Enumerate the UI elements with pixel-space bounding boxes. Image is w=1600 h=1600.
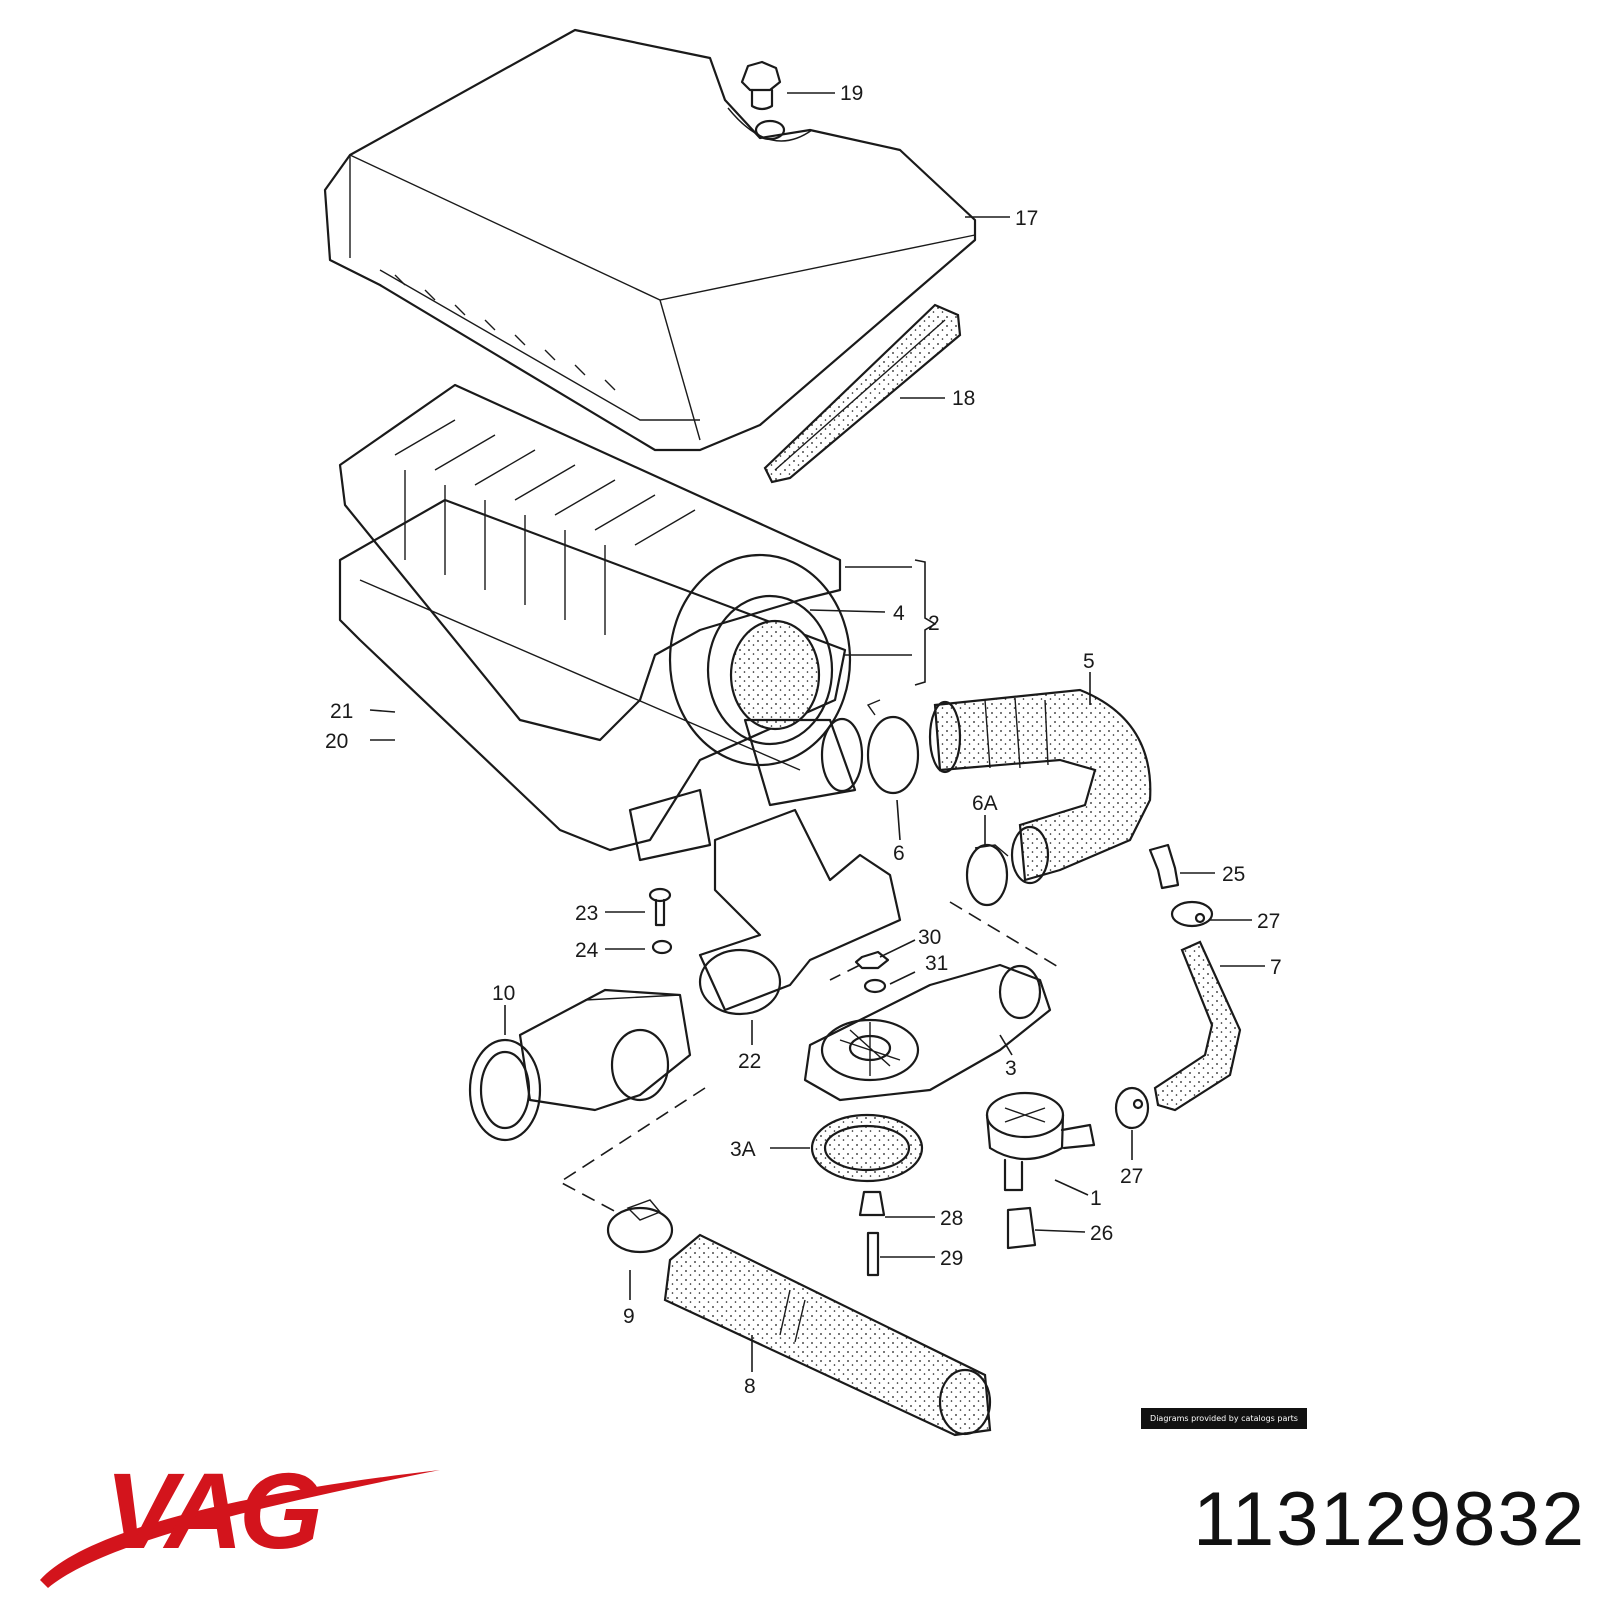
part-24-washer (651, 939, 673, 955)
vag-logo: VAG (40, 1450, 440, 1588)
part-19-knob (740, 60, 782, 111)
logo-text: VAG (105, 1450, 320, 1571)
part-number: 113129832 (1193, 1477, 1586, 1562)
part-27-clamp-upper (1170, 900, 1214, 928)
callout-28: 28 (940, 1207, 963, 1230)
callout-24: 24 (575, 939, 599, 962)
callout-26: 26 (1090, 1222, 1113, 1245)
callout-10: 10 (492, 982, 515, 1005)
part-22-intake-duct (698, 808, 902, 1016)
callout-25: 25 (1222, 863, 1245, 886)
part-17-housing-cover (323, 28, 977, 452)
callout-27-upper: 27 (1257, 910, 1280, 933)
callout-21: 21 (330, 700, 353, 723)
assembly-line-c (829, 964, 861, 981)
callout-23: 23 (575, 902, 598, 925)
callout-2: 2 (928, 612, 940, 635)
part-1-valve (985, 1091, 1096, 1192)
callout-8: 8 (744, 1375, 756, 1398)
callout-3a: 3A (730, 1138, 756, 1161)
part-5-bellows-hose (928, 688, 1152, 885)
callout-19: 19 (840, 82, 863, 105)
part-30-nut (854, 950, 890, 970)
housing-outlet-tube (743, 717, 864, 807)
part-25-connector (1148, 843, 1180, 890)
callout-29: 29 (940, 1247, 963, 1270)
callout-7: 7 (1270, 956, 1282, 979)
part-23-screw (648, 887, 672, 927)
part-18-seal-strip (763, 303, 962, 484)
part-8-intake-hose (663, 1233, 992, 1437)
assembly-line-a (949, 901, 1061, 969)
part-2-filter-housing (338, 383, 852, 862)
callout-4: 4 (893, 602, 905, 625)
part-3a-seal-ring (810, 1113, 924, 1183)
part-26-cap (1006, 1206, 1037, 1250)
callout-17: 17 (1015, 207, 1038, 230)
assembly-line-b (558, 1087, 706, 1214)
callout-1: 1 (1090, 1187, 1102, 1210)
diagram-credit: Diagrams provided by catalogs parts (1141, 1408, 1307, 1429)
leader-lines (369, 92, 1265, 1372)
callout-5: 5 (1083, 650, 1095, 673)
part-31-washer (863, 978, 887, 994)
callout-20: 20 (325, 730, 348, 753)
part-10-air-mass-meter (468, 988, 692, 1142)
part-29-stud (866, 1231, 880, 1277)
part-6a-clamp (965, 843, 1009, 907)
callout-22: 22 (738, 1050, 761, 1073)
callout-18: 18 (952, 387, 975, 410)
callout-31: 31 (925, 952, 948, 975)
part-3-intake-base (803, 963, 1052, 1102)
part-9-hose-clamp (606, 1199, 674, 1254)
callout-27-lower: 27 (1120, 1165, 1143, 1188)
callout-30: 30 (918, 926, 941, 949)
callout-6a: 6A (972, 792, 998, 815)
part-7-vent-hose (1153, 940, 1242, 1112)
part-28-nut (858, 1190, 886, 1217)
bracket-group-2 (914, 559, 937, 686)
callout-6: 6 (893, 842, 905, 865)
callout-3: 3 (1005, 1057, 1017, 1080)
callout-labels: 19 17 18 4 2 5 21 20 6 6A 25 27 7 23 24 … (325, 82, 1282, 1398)
part-27-clamp-lower (1114, 1086, 1150, 1130)
callout-9: 9 (623, 1305, 635, 1328)
part-6-clamp (866, 699, 920, 795)
